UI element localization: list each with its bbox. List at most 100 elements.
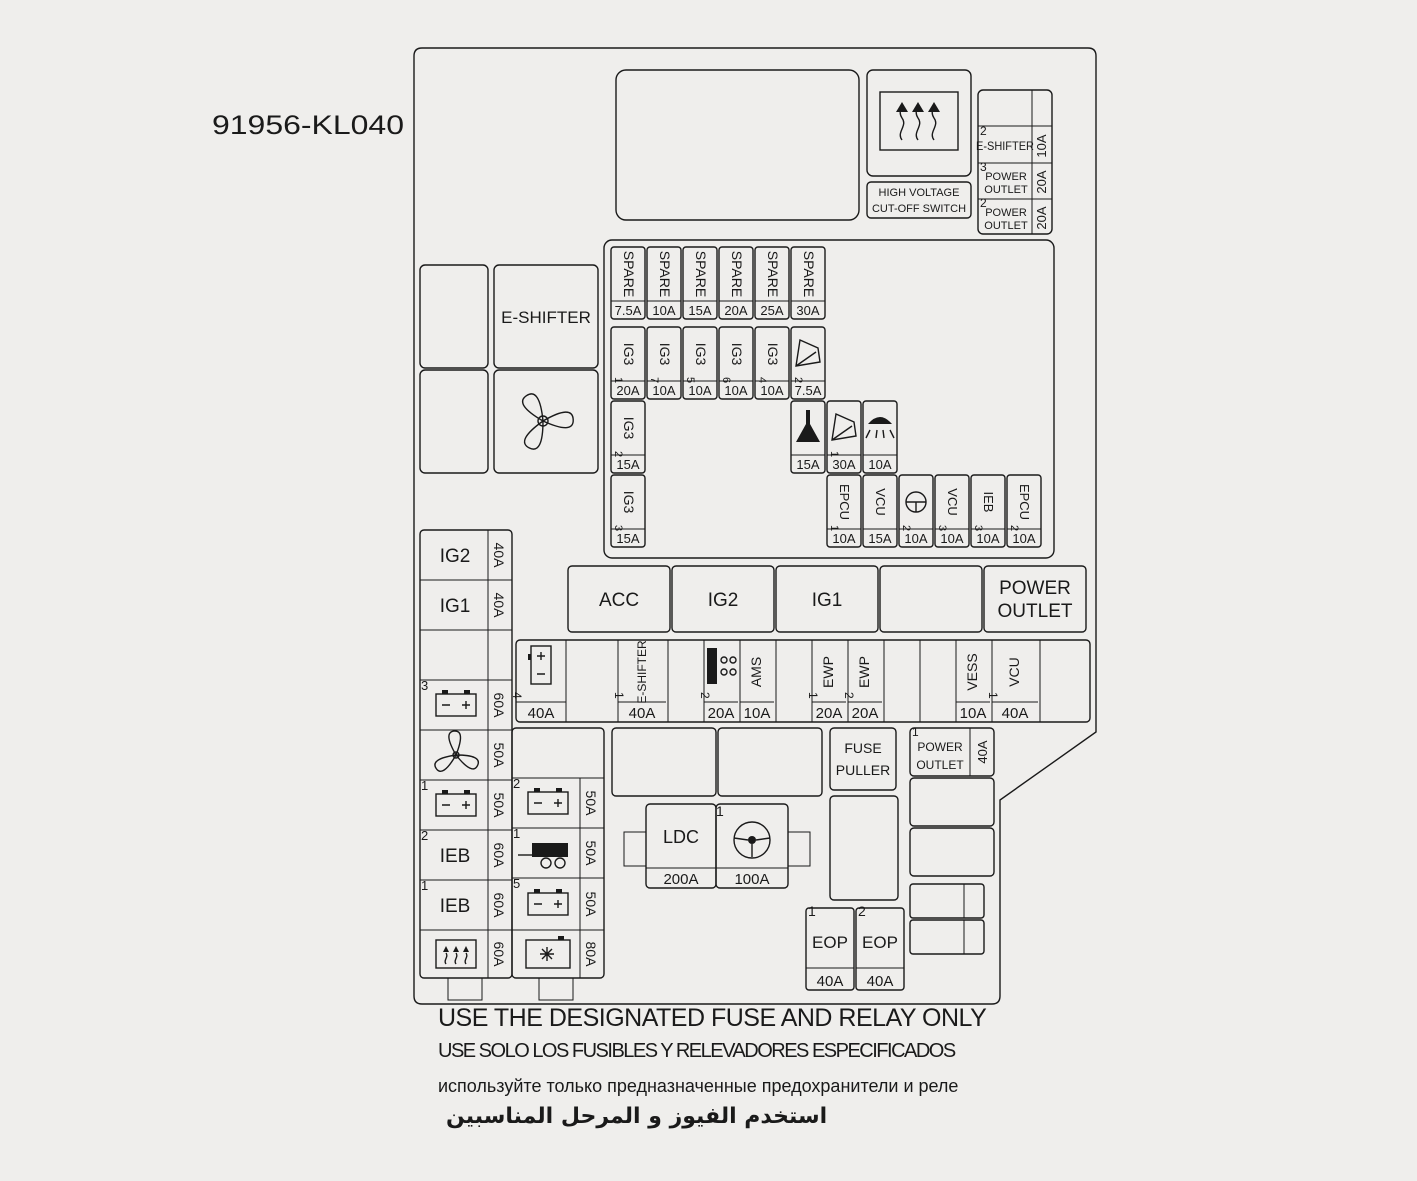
relay-label: IG2 xyxy=(708,590,739,611)
amp-rating: 20A xyxy=(724,303,747,318)
horn-icon xyxy=(796,410,820,442)
amp-rating: 60A xyxy=(491,693,507,719)
pin-number: 2 xyxy=(980,196,987,210)
amp-rating: 10A xyxy=(1012,531,1035,546)
fuse-label: IEB xyxy=(440,846,471,867)
relay-lower-1 xyxy=(611,727,717,797)
fuse-label: OUTLET xyxy=(984,220,1028,232)
pin-number: 2 xyxy=(900,525,912,531)
fuse-label: POWER xyxy=(985,207,1027,219)
amp-rating: 15A xyxy=(688,303,711,318)
amp-rating: 40A xyxy=(975,740,990,763)
main-relay: IG2 xyxy=(671,565,775,633)
fan-icon xyxy=(522,393,574,450)
hv-cutoff-label-1: HIGH VOLTAGE xyxy=(879,187,960,199)
pin-number: 4 xyxy=(756,377,768,383)
main-relay xyxy=(879,565,983,633)
amp-rating: 50A xyxy=(491,793,507,819)
amp-rating: 20A xyxy=(852,705,879,722)
power-outlet-label-2: OUTLET xyxy=(916,758,964,772)
connector-tab-1 xyxy=(447,977,483,1001)
pin-number: 1 xyxy=(513,826,520,841)
fuse-label: IG3 xyxy=(621,343,637,366)
amp-rating: 200A xyxy=(663,871,698,888)
amp-rating: 60A xyxy=(491,942,507,968)
pin-number: 2 xyxy=(980,124,987,138)
amp-rating: 15A xyxy=(616,531,639,546)
amp-rating: 20A xyxy=(1034,206,1049,229)
fuse-label: E-SHIFTER xyxy=(635,640,649,704)
fuse-label: EOP xyxy=(862,933,898,952)
amp-rating: 10A xyxy=(832,531,855,546)
pin-number: 2 xyxy=(842,692,856,699)
fuse-label: IG3 xyxy=(693,343,709,366)
pin-number: 1 xyxy=(912,725,919,739)
fuse-label: EPCU xyxy=(837,484,852,520)
pin-number: 1 xyxy=(612,377,624,383)
fuse-label: IG3 xyxy=(621,491,637,514)
pin-number: 1 xyxy=(612,692,626,699)
amp-rating: 30A xyxy=(796,303,819,318)
hv-cutoff-label-2: CUT-OFF SWITCH xyxy=(872,203,966,215)
pin-number: 3 xyxy=(612,525,624,531)
fuse-label: VCU xyxy=(945,488,960,515)
amp-rating: 40A xyxy=(629,705,656,722)
part-number: 91956-KL040 xyxy=(212,110,404,140)
pin-number: 6 xyxy=(720,377,732,383)
fuse-puller xyxy=(829,727,897,791)
amp-rating: 60A xyxy=(491,843,507,869)
pin-number: 2 xyxy=(612,451,624,457)
battery-icon xyxy=(527,889,569,916)
note-russian: используйте только предназначенные предо… xyxy=(438,1076,959,1096)
relay-label: IG1 xyxy=(812,590,843,611)
fuse-puller-label-1: FUSE xyxy=(844,740,881,756)
note-arabic: استخدم الفيوز و المرحل المناسبين xyxy=(446,1104,828,1129)
amp-rating: 10A xyxy=(976,531,999,546)
fuse-label: E-SHIFTER xyxy=(976,139,1034,153)
pin-number: 1 xyxy=(806,692,820,699)
pin-number: 7 xyxy=(648,377,660,383)
top-right-fuse-holder xyxy=(977,89,1053,235)
fusible-link: IEB 60A 2 xyxy=(421,828,507,868)
fuse-slot-s1 xyxy=(909,883,985,919)
fuse-label: EWP xyxy=(820,656,836,688)
fuse-label: SPARE xyxy=(729,251,745,297)
pin-number: 1 xyxy=(421,878,428,893)
amp-rating: 10A xyxy=(744,705,771,722)
amp-rating: 60A xyxy=(491,893,507,919)
pin-number: 1 xyxy=(421,778,428,793)
fan-icon xyxy=(434,730,480,772)
relay-lower-3 xyxy=(829,795,899,901)
relay-label: POWER xyxy=(999,578,1071,599)
main-relay: ACC xyxy=(567,565,671,633)
amp-rating: 20A xyxy=(816,705,843,722)
pin-number: 1 xyxy=(716,803,724,819)
pin-number: 4 xyxy=(510,692,524,699)
fuse-label: IG1 xyxy=(440,596,471,617)
steering-wheel-icon xyxy=(733,821,771,859)
wiper-icon xyxy=(795,338,821,367)
pin-number: 2 xyxy=(421,828,428,843)
fuse-label: EWP xyxy=(856,656,872,688)
pin-number: 3 xyxy=(972,525,984,531)
